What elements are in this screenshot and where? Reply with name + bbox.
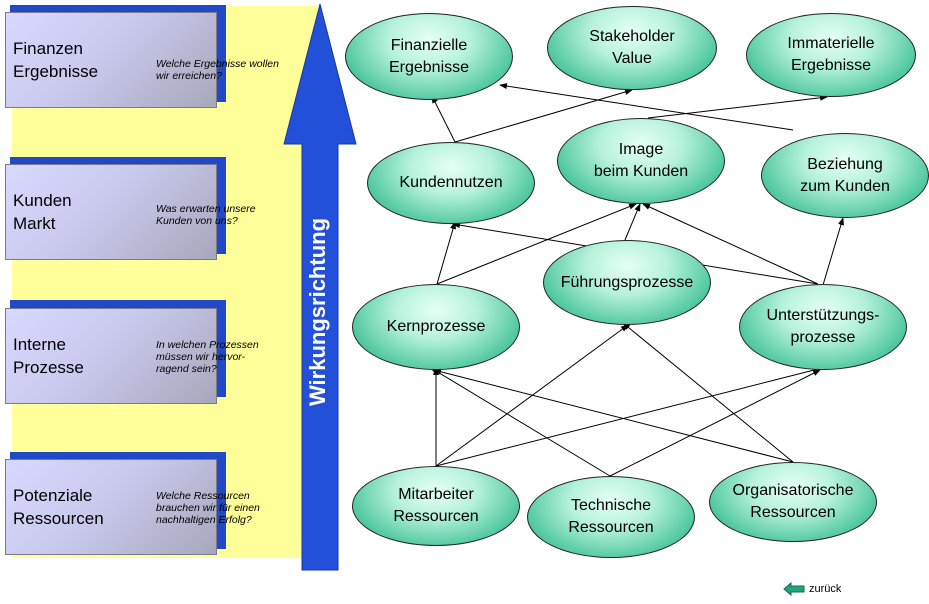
node-mitarbeiter-ressourcen: Mitarbeiter Ressourcen — [352, 466, 520, 546]
perspective-card-ressourcen: Potenziale Ressourcen Welche Ressourcen … — [5, 459, 260, 555]
perspective-card-kunden: Kunden Markt Was erwarten unsere Kunden … — [5, 164, 256, 260]
back-link-label[interactable]: zurück — [809, 583, 842, 595]
node-kundennutzen: Kundennutzen — [367, 142, 535, 224]
perspective-question: Welche Ergebnisse wollen wir erreichen? — [156, 58, 279, 82]
node-label: Technische Ressourcen — [568, 497, 654, 536]
node-label: Kernprozesse — [386, 318, 486, 335]
node-organisatorische-ressourcen: Organisatorische Ressourcen — [709, 462, 877, 542]
node-label: Stakeholder Value — [589, 28, 675, 67]
node-unterstuetzungsprozesse: Unterstützungs- prozesse — [739, 284, 907, 370]
perspective-title: Potenziale Ressourcen — [13, 486, 104, 528]
node-label: Unterstützungs- prozesse — [766, 307, 880, 346]
perspective-question: Welche Ressourcen brauchen wir für einen… — [156, 490, 260, 526]
node-label: Mitarbeiter Ressourcen — [393, 486, 479, 525]
direction-arrow-icon — [283, 3, 357, 571]
node-image-beim-kunden: Image beim Kunden — [557, 118, 725, 204]
node-kernprozesse: Kernprozesse — [352, 284, 520, 370]
node-label: Image beim Kunden — [593, 141, 689, 180]
perspective-question: Was erwarten unsere Kunden von uns? — [156, 203, 256, 227]
node-stakeholder-value: Stakeholder Value — [547, 6, 717, 90]
node-label: Führungsprozesse — [560, 273, 694, 291]
perspective-card-finanzen: Finanzen Ergebnisse Welche Ergebnisse wo… — [5, 12, 279, 108]
node-immaterielle-ergebnisse: Immaterielle Ergebnisse — [746, 13, 916, 97]
node-finanzielle-ergebnisse: Finanzielle Ergebnisse — [345, 13, 513, 100]
node-label: Immaterielle Ergebnisse — [787, 35, 875, 74]
node-label: Finanzielle Ergebnisse — [388, 36, 470, 76]
back-arrow-icon[interactable] — [783, 582, 805, 596]
perspective-title: Interne Prozesse — [13, 335, 84, 377]
node-technische-ressourcen: Technische Ressourcen — [527, 476, 695, 558]
node-fuehrungsprozesse: Führungsprozesse — [543, 240, 711, 325]
perspective-card-prozesse: Interne Prozesse In welchen Prozessen mü… — [5, 308, 259, 404]
perspective-title: Finanzen Ergebnisse — [13, 39, 99, 81]
back-link[interactable]: zurück — [783, 582, 841, 596]
node-label: Beziehung zum Kunden — [800, 155, 890, 195]
node-beziehung-zum-kunden: Beziehung zum Kunden — [761, 133, 929, 218]
node-label: Kundennutzen — [399, 174, 503, 191]
perspective-question: In welchen Prozessen müssen wir hervor- … — [156, 339, 259, 375]
node-label: Organisatorische Ressourcen — [732, 482, 854, 521]
perspective-title: Kunden Markt — [13, 191, 72, 233]
